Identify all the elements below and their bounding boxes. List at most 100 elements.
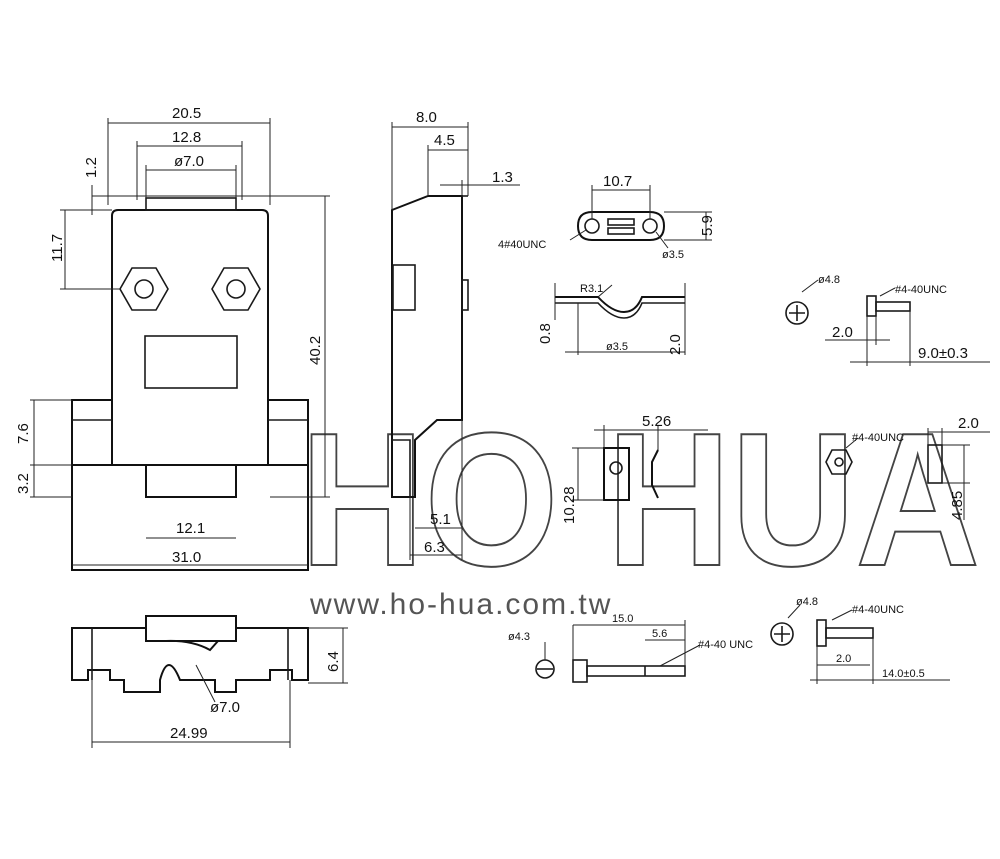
- dim-screw-small-head: ø4.8: [818, 274, 840, 286]
- clip-side-detail: R3.1 0.8 ø3.5 2.0: [537, 283, 686, 355]
- screw-small-head: [866, 295, 877, 317]
- screw-small-dimension-lines: [801, 279, 990, 366]
- dim-clip-thickness: 0.8: [537, 323, 554, 344]
- dim-side-step: 4.5: [434, 132, 455, 149]
- nut-side-block: [927, 444, 943, 484]
- dim-screw-large-head-len: 2.0: [836, 653, 851, 665]
- dim-side-foot-b: 6.3: [424, 539, 445, 556]
- front-hex-right: [211, 267, 261, 311]
- long-screw-detail: ø4.3 15.0 5.6 #4-40 UNC: [508, 613, 753, 683]
- nut-detail: 5.26 10.28 #4-40UNC 2.0 4.85: [561, 413, 990, 524]
- dim-long-screw-head: ø4.3: [508, 631, 530, 643]
- nut-clip-side: [651, 449, 659, 499]
- dim-long-screw-thread: #4-40 UNC: [698, 639, 753, 651]
- long-screw-head: [572, 659, 588, 683]
- front-cable-entry: [145, 197, 237, 211]
- side-view: 8.0 4.5 1.3 5.1 6.3: [391, 109, 520, 560]
- side-step: [392, 439, 411, 497]
- dim-bottom-cable-dia: ø7.0: [210, 699, 240, 716]
- watermark-brand: HO HUA: [300, 394, 980, 606]
- dim-front-flange-upper: 7.6: [15, 423, 32, 444]
- dim-side-depth: 8.0: [416, 109, 437, 126]
- dim-clip-dia: ø3.5: [606, 341, 628, 353]
- screw-small-shaft: [875, 301, 911, 312]
- bottom-dimension-lines: [91, 627, 348, 748]
- bottom-cable-entry: [145, 615, 237, 642]
- dim-long-screw-thread-len: 5.6: [652, 628, 667, 640]
- screw-large-dimension-lines: [787, 604, 950, 684]
- front-screw-hole-right: [226, 279, 246, 299]
- dim-nut-depth: 4.85: [949, 491, 966, 520]
- dim-clip-height: 2.0: [667, 334, 684, 355]
- front-screw-hole-left: [134, 279, 154, 299]
- side-body-outline: [391, 195, 463, 498]
- front-body-outline: [111, 209, 269, 498]
- dim-bottom-length: 24.99: [170, 725, 208, 742]
- screw-small-detail: ø4.8 #4-40UNC 2.0 9.0±0.3: [785, 274, 990, 366]
- dim-screw-small-thread: #4-40UNC: [895, 284, 947, 296]
- dim-screw-small-head-len: 2.0: [832, 324, 853, 341]
- bottom-outline: [71, 627, 309, 693]
- nut-hex-hole: [834, 457, 844, 467]
- dim-long-screw-length: 15.0: [612, 613, 633, 625]
- nut-hex-icon: [825, 449, 853, 475]
- side-dimension-lines: [391, 122, 520, 560]
- watermark-url: www.ho-hua.com.tw: [309, 588, 612, 621]
- clip-slot-b: [607, 227, 635, 235]
- side-lip: [461, 279, 469, 311]
- clip-plate: [576, 211, 666, 241]
- screw-small-head-icon: [785, 301, 809, 325]
- dim-nut-width: 5.26: [642, 413, 671, 430]
- dim-clip-hole: ø3.5: [662, 249, 684, 261]
- front-hex-left: [119, 267, 169, 311]
- clip-thread-hole: [584, 218, 600, 234]
- dim-clip-width: 5.9: [699, 215, 716, 236]
- screw-large-head: [816, 619, 827, 647]
- long-screw-shaft: [586, 665, 686, 677]
- nut-hole: [609, 461, 623, 475]
- side-latch: [392, 264, 416, 311]
- front-dimension-lines: [30, 118, 330, 566]
- bottom-inner: [91, 628, 289, 680]
- clip-side-dimension-lines: [554, 283, 686, 355]
- clip-hole: [642, 218, 658, 234]
- dim-front-offset: 1.2: [83, 157, 100, 178]
- dim-screw-small-total: 9.0±0.3: [918, 345, 968, 362]
- clip-top-detail: 10.7 5.9 4#40UNC ø3.5: [498, 173, 716, 261]
- dim-side-foot-a: 5.1: [430, 511, 451, 528]
- watermark: HO HUA www.ho-hua.com.tw: [299, 393, 981, 621]
- front-base: [71, 464, 309, 571]
- dim-clip-radius: R3.1: [580, 283, 603, 295]
- long-screw-dimension-lines: [544, 620, 701, 667]
- dim-screw-large-head: ø4.8: [796, 596, 818, 608]
- bottom-view: 6.4 ø7.0 24.99: [71, 615, 348, 748]
- dim-front-flange-lower: 3.2: [15, 473, 32, 494]
- clip-top-dimension-lines: [569, 185, 712, 249]
- nut-dimension-lines: [572, 425, 990, 520]
- screw-large-head-icon: [770, 622, 794, 646]
- dim-screw-large-thread: #4-40UNC: [852, 604, 904, 616]
- front-label-window: [144, 335, 238, 389]
- dim-clip-length: 10.7: [603, 173, 632, 190]
- screw-large-cross: [774, 626, 790, 642]
- dim-front-width-top: 20.5: [172, 105, 201, 122]
- front-flange: [71, 399, 309, 466]
- dim-front-total-height: 40.2: [307, 336, 324, 365]
- dim-screw-large-total: 14.0±0.5: [882, 668, 925, 680]
- screw-small-cross: [789, 305, 805, 321]
- nut-block: [603, 447, 630, 501]
- dim-nut-height: 10.28: [561, 486, 578, 524]
- dim-bottom-height: 6.4: [325, 651, 342, 672]
- dim-front-screw-height: 11.7: [49, 234, 66, 262]
- screw-large-detail: ø4.8 #4-40UNC 2.0 14.0±0.5: [770, 596, 950, 684]
- dim-clip-thread: 4#40UNC: [498, 239, 546, 251]
- clip-bend: [555, 296, 685, 314]
- clip-slot-a: [607, 218, 635, 226]
- dim-nut-thread: #4-40UNC: [852, 432, 904, 444]
- screw-large-shaft: [825, 627, 874, 639]
- dim-front-opening-width: 12.1: [176, 520, 205, 537]
- dim-front-base-width: 31.0: [172, 549, 201, 566]
- dim-nut-thickness: 2.0: [958, 415, 979, 432]
- clip-bend-inner: [555, 302, 685, 319]
